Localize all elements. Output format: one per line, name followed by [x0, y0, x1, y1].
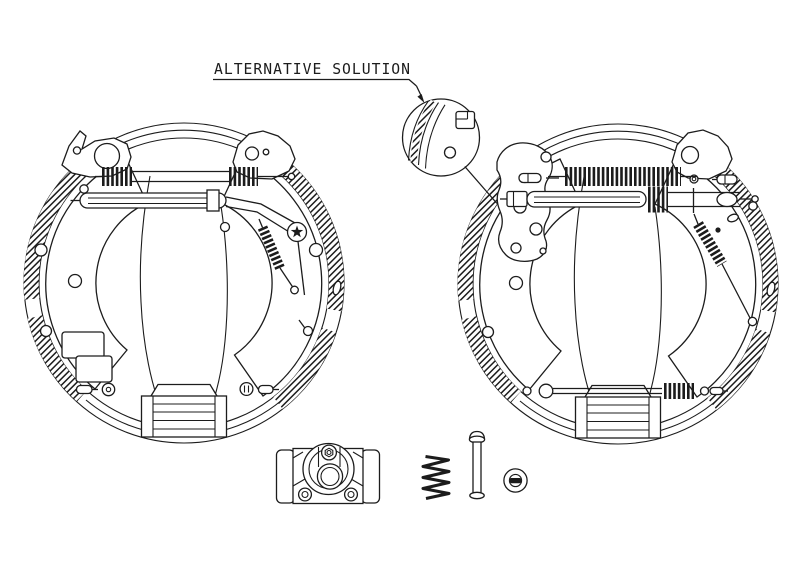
adjuster-spring: [257, 218, 314, 337]
washer-inner: [508, 473, 523, 488]
adjuster-spring: [693, 213, 758, 327]
cylinder-end-cap: [360, 449, 381, 504]
hole: [34, 243, 48, 257]
star-wheel-adjuster: [286, 221, 308, 243]
shoe-tab: [61, 331, 105, 359]
hole: [308, 242, 324, 258]
pin-shaft: [472, 441, 482, 495]
hole: [443, 146, 457, 159]
lower-return-spring: [522, 383, 728, 399]
right-brake-shoe-assembly: [458, 124, 778, 444]
hole: [508, 275, 524, 291]
shoe-tab: [75, 355, 113, 383]
left-brake-shoe-assembly: [24, 123, 344, 443]
alternative-solution-callout: ALTERNATIVE SOLUTION: [213, 60, 498, 204]
shoe-end-plate: [232, 130, 296, 180]
hold-down-fasteners-left: [75, 381, 279, 397]
hole: [481, 325, 495, 339]
adjuster-strut: [500, 186, 759, 213]
upper-return-spring: [95, 167, 296, 186]
spring-coils: [421, 455, 451, 500]
hole: [67, 273, 83, 289]
mounting-hole: [297, 487, 313, 502]
lining-notch: [332, 280, 342, 296]
anchor-hole: [93, 142, 121, 170]
hole: [39, 324, 53, 338]
washer-slot: [510, 478, 521, 484]
hole: [529, 222, 543, 236]
wheel-cylinder: [275, 442, 381, 505]
cylinder-end-cap: [275, 449, 296, 504]
lining-notch: [766, 281, 776, 297]
hole: [244, 146, 260, 161]
callout-underline: [213, 78, 417, 87]
bleed-screw: [320, 444, 338, 461]
rivet: [715, 227, 721, 233]
adjuster-strut: [70, 189, 227, 212]
callout-arrowhead: [417, 94, 425, 103]
hole: [540, 151, 552, 163]
pin-foot: [469, 491, 485, 500]
hole: [510, 242, 522, 254]
hold-down-pin: [468, 430, 486, 500]
clevis-pins: [518, 172, 738, 185]
hole: [79, 184, 89, 194]
adjuster-lever: [219, 196, 306, 296]
coil-spring: [421, 455, 451, 500]
retainer-clip-detail: [455, 110, 476, 130]
alternative-solution-detail-circle: [401, 98, 481, 177]
slot-hole: [727, 213, 739, 223]
hole: [691, 176, 697, 182]
callout-label: ALTERNATIVE SOLUTION: [214, 60, 411, 78]
hole: [262, 148, 270, 156]
hole: [748, 201, 758, 211]
hole: [72, 146, 82, 155]
detail-reference-line: [464, 166, 498, 204]
retainer-washer: [503, 468, 528, 493]
hole: [539, 247, 547, 255]
mounting-hole: [343, 487, 359, 502]
hole: [680, 145, 700, 165]
